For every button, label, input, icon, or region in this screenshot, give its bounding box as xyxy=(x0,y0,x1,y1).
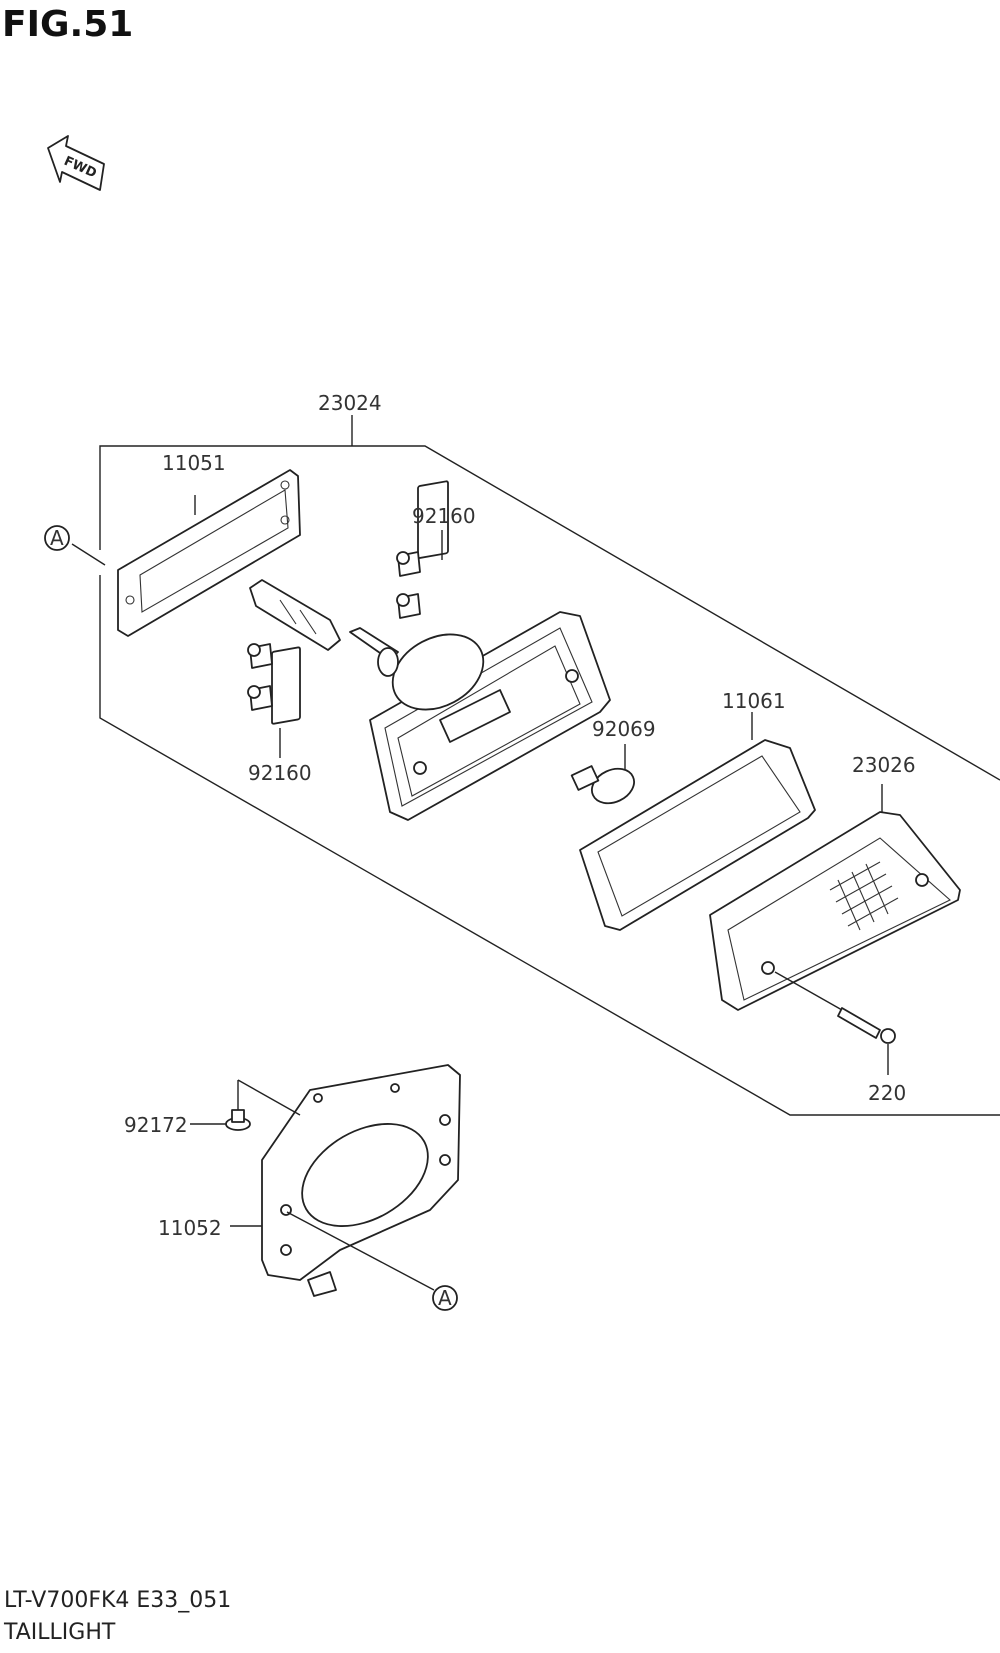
assembly-bracket-23024 xyxy=(99,415,1000,1116)
part-label-23026: 23026 xyxy=(852,753,916,777)
svg-text:A: A xyxy=(438,1286,452,1310)
part-label-11061: 11061 xyxy=(722,689,786,713)
figure-title: FIG.51 xyxy=(2,4,134,45)
part-label-23024: 23024 xyxy=(318,391,382,415)
part-11052-bracket xyxy=(230,1064,461,1297)
leader-marker-a-bottom xyxy=(286,1211,435,1291)
part-23024-housing xyxy=(369,611,611,821)
lens-grid-pattern xyxy=(829,861,899,931)
part-label-92069: 92069 xyxy=(592,717,656,741)
part-92172-bolt xyxy=(190,1079,301,1131)
reference-marker-a-top: A xyxy=(44,525,70,551)
part-label-92160-upper: 92160 xyxy=(412,504,476,528)
leader-marker-a-top xyxy=(71,543,106,566)
model-code: LT-V700FK4 E33_051 xyxy=(4,1588,232,1613)
bulb-socket-wire xyxy=(249,579,399,661)
section-name: TAILLIGHT xyxy=(4,1620,116,1645)
svg-text:A: A xyxy=(50,526,64,550)
fwd-arrow-icon: FWD xyxy=(47,135,105,191)
part-label-92160-lower: 92160 xyxy=(248,761,312,785)
part-11061-lens-gasket xyxy=(579,712,816,931)
part-92069-bulb xyxy=(570,744,635,805)
part-label-220: 220 xyxy=(868,1081,906,1105)
part-label-11052: 11052 xyxy=(158,1216,222,1240)
part-220-screw xyxy=(774,971,896,1075)
part-92160-screws-lower xyxy=(247,643,301,758)
reference-marker-a-bottom: A xyxy=(432,1285,458,1311)
part-92160-screws-upper xyxy=(396,480,449,619)
part-label-92172: 92172 xyxy=(124,1113,188,1137)
part-11051-gasket xyxy=(117,469,301,637)
part-label-11051: 11051 xyxy=(162,451,226,475)
part-23026-lens xyxy=(709,784,961,1011)
